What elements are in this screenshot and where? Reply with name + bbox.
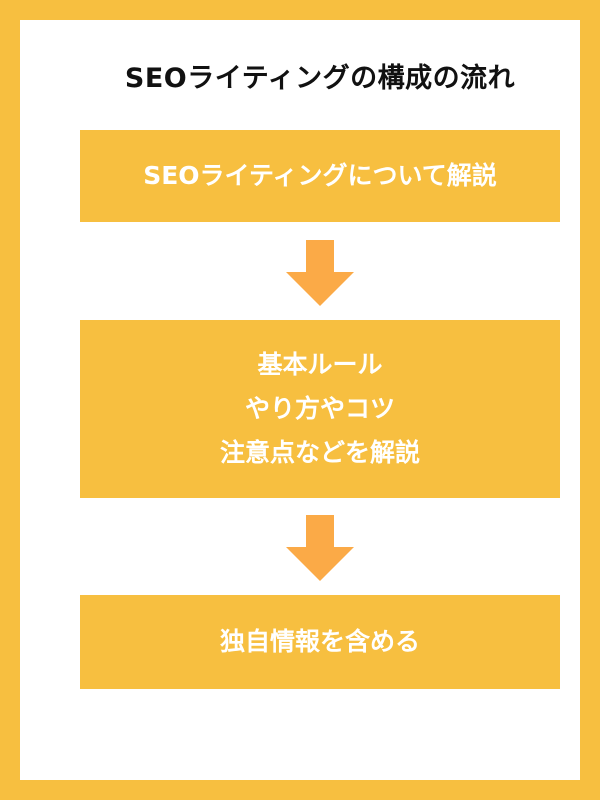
diagram-title: SEOライティングの構成の流れ [124, 63, 516, 94]
step-2-line-3: 注意点などを解説 [219, 438, 420, 467]
arrow-down-icon [286, 515, 354, 581]
arrow-down-shape [286, 515, 354, 581]
step-box-1: SEOライティングについて解説 [80, 130, 560, 222]
arrow-down-icon [286, 240, 354, 306]
arrow-down-shape [286, 240, 354, 306]
step-2-line-2: やり方やコツ [244, 394, 395, 423]
step-box-2: 基本ルール やり方やコツ 注意点などを解説 [80, 320, 560, 498]
step-3-line-1: 独自情報を含める [219, 627, 420, 656]
step-2-line-1: 基本ルール [257, 350, 383, 379]
step-1-line-1: SEOライティングについて解説 [143, 161, 497, 190]
step-box-3: 独自情報を含める [80, 595, 560, 689]
